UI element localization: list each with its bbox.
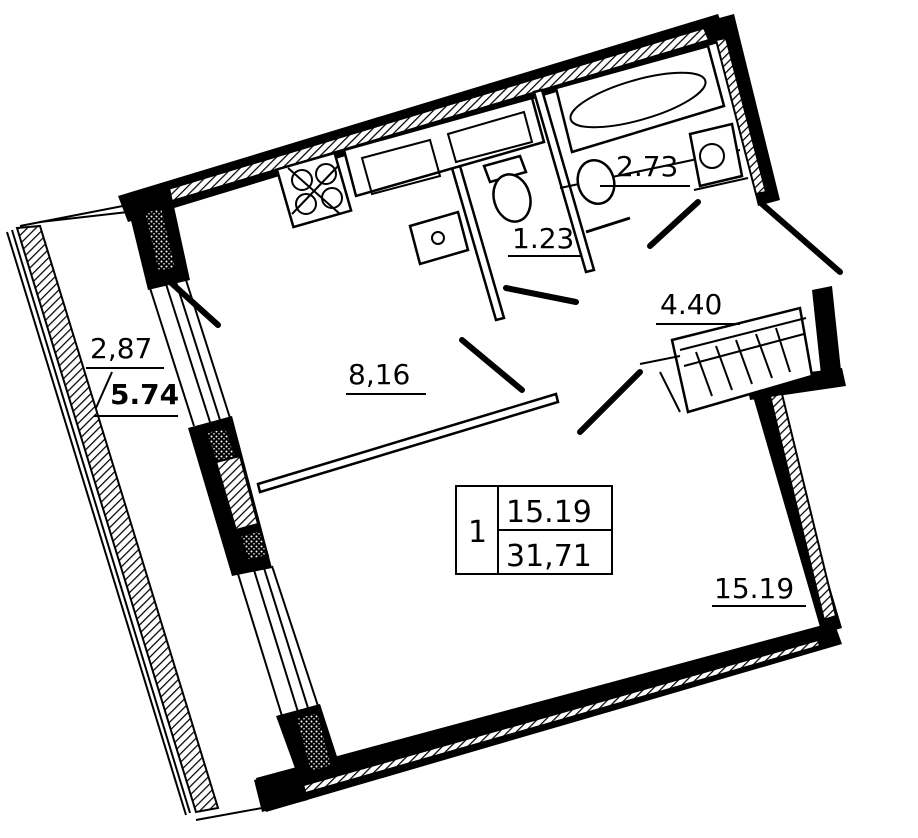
balcony-area: 2,87 xyxy=(90,332,152,365)
toilet-area: 1.23 xyxy=(512,222,574,255)
summary-total-area: 31,71 xyxy=(506,539,592,574)
summary-living-area: 15.19 xyxy=(506,495,592,530)
washing-machine xyxy=(688,122,744,188)
area-labels: 2,87 5.74 2.73 1.23 8,16 4.40 15.19 xyxy=(86,150,806,607)
doors xyxy=(459,199,843,435)
toilet-door xyxy=(503,285,579,305)
balcony-area-total: 5.74 xyxy=(110,378,179,411)
outer-walls xyxy=(118,14,846,812)
entrance-door xyxy=(759,201,843,275)
balcony-bottom-edge xyxy=(195,807,263,821)
bottom-wall-hatch xyxy=(284,638,822,800)
balcony-top-edge xyxy=(19,204,129,227)
balcony-top-edge-2 xyxy=(39,211,129,223)
storage-wall xyxy=(659,371,681,413)
storage-line xyxy=(735,339,753,385)
kitchen-door xyxy=(459,337,525,393)
balcony-rail-line-2 xyxy=(11,229,191,814)
counter-panel xyxy=(360,138,442,196)
balcony xyxy=(6,204,263,821)
facade-pier-bottom-fill xyxy=(294,710,334,774)
stove-burners xyxy=(287,163,343,215)
bathtub-inner xyxy=(569,71,707,129)
storage-line xyxy=(683,333,805,367)
toilet-tank xyxy=(482,154,528,184)
window-frame-line xyxy=(149,287,195,427)
corner-block xyxy=(254,768,308,812)
balcony-rail-line xyxy=(6,231,187,816)
bath-toilet-partition xyxy=(532,88,596,274)
window-frame-line xyxy=(237,573,283,717)
storage-line xyxy=(679,317,807,351)
living-room-area: 15.19 xyxy=(714,572,794,605)
storage-line xyxy=(775,327,791,373)
counter-panel-2 xyxy=(446,110,534,164)
bathroom-sink xyxy=(576,159,616,205)
living-right-wall-hatch xyxy=(768,392,838,622)
window-frame-line xyxy=(271,565,319,707)
washer-drum xyxy=(699,143,725,169)
storage-line xyxy=(755,333,773,379)
toilet-bowl xyxy=(492,173,532,223)
storage-line xyxy=(715,345,733,391)
bath-lower-wall-2 xyxy=(693,177,749,191)
facade-pier-mid-hatch xyxy=(214,454,260,532)
summary-box: 1 15.19 31,71 xyxy=(455,485,613,575)
bathroom-area: 2.73 xyxy=(616,150,678,183)
fixtures xyxy=(275,44,744,266)
living-door xyxy=(577,369,643,435)
facade xyxy=(126,188,342,782)
fraction-slash xyxy=(95,371,113,409)
facade-pier-mid-fill-2 xyxy=(238,528,270,562)
storage-line xyxy=(695,351,713,397)
balcony-outer-wall xyxy=(15,224,220,814)
bathroom-door xyxy=(647,199,701,249)
facade-pier-top-fill xyxy=(142,206,178,274)
kitchen-counter xyxy=(342,96,546,198)
summary-rooms: 1 xyxy=(468,515,487,550)
window-frame-line xyxy=(165,283,211,423)
toilet-lower-stub xyxy=(585,216,631,234)
hallway-right-wall xyxy=(812,286,842,384)
storage-wall xyxy=(639,355,681,365)
hallway-area: 4.40 xyxy=(660,288,722,321)
kitchen-sink xyxy=(408,210,470,266)
balcony-door xyxy=(165,277,221,328)
window-frame-line xyxy=(253,569,299,713)
window-frame-line xyxy=(263,567,309,709)
kitchen-area: 8,16 xyxy=(348,358,410,391)
right-upper-wall-hatch xyxy=(714,36,768,196)
kitchen-living-partition xyxy=(256,392,560,494)
sink-drain xyxy=(431,231,445,245)
window-frame-line xyxy=(175,281,221,421)
